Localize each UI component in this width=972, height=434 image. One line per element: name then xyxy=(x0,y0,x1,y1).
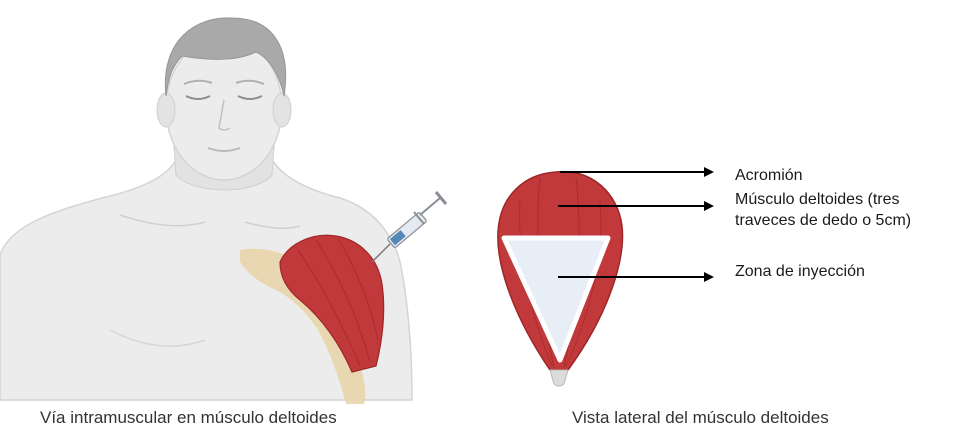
human-torso-illustration xyxy=(0,0,480,434)
label-deltoid-line2: traveces de dedo o 5cm) xyxy=(735,211,911,231)
left-ear xyxy=(157,93,175,127)
right-illustration-panel: Acromión Músculo deltoides (tres travece… xyxy=(480,0,972,434)
label-deltoid-line1: Músculo deltoides (tres xyxy=(735,190,900,210)
label-injection-zone: Zona de inyección xyxy=(735,262,865,282)
right-ear xyxy=(273,93,291,127)
left-caption: Vía intramuscular en músculo deltoides xyxy=(40,408,337,428)
tendon-tip xyxy=(550,370,568,386)
right-caption: Vista lateral del músculo deltoides xyxy=(572,408,829,428)
label-acromion: Acromión xyxy=(735,166,803,186)
left-illustration-panel: Vía intramuscular en músculo deltoides xyxy=(0,0,480,434)
